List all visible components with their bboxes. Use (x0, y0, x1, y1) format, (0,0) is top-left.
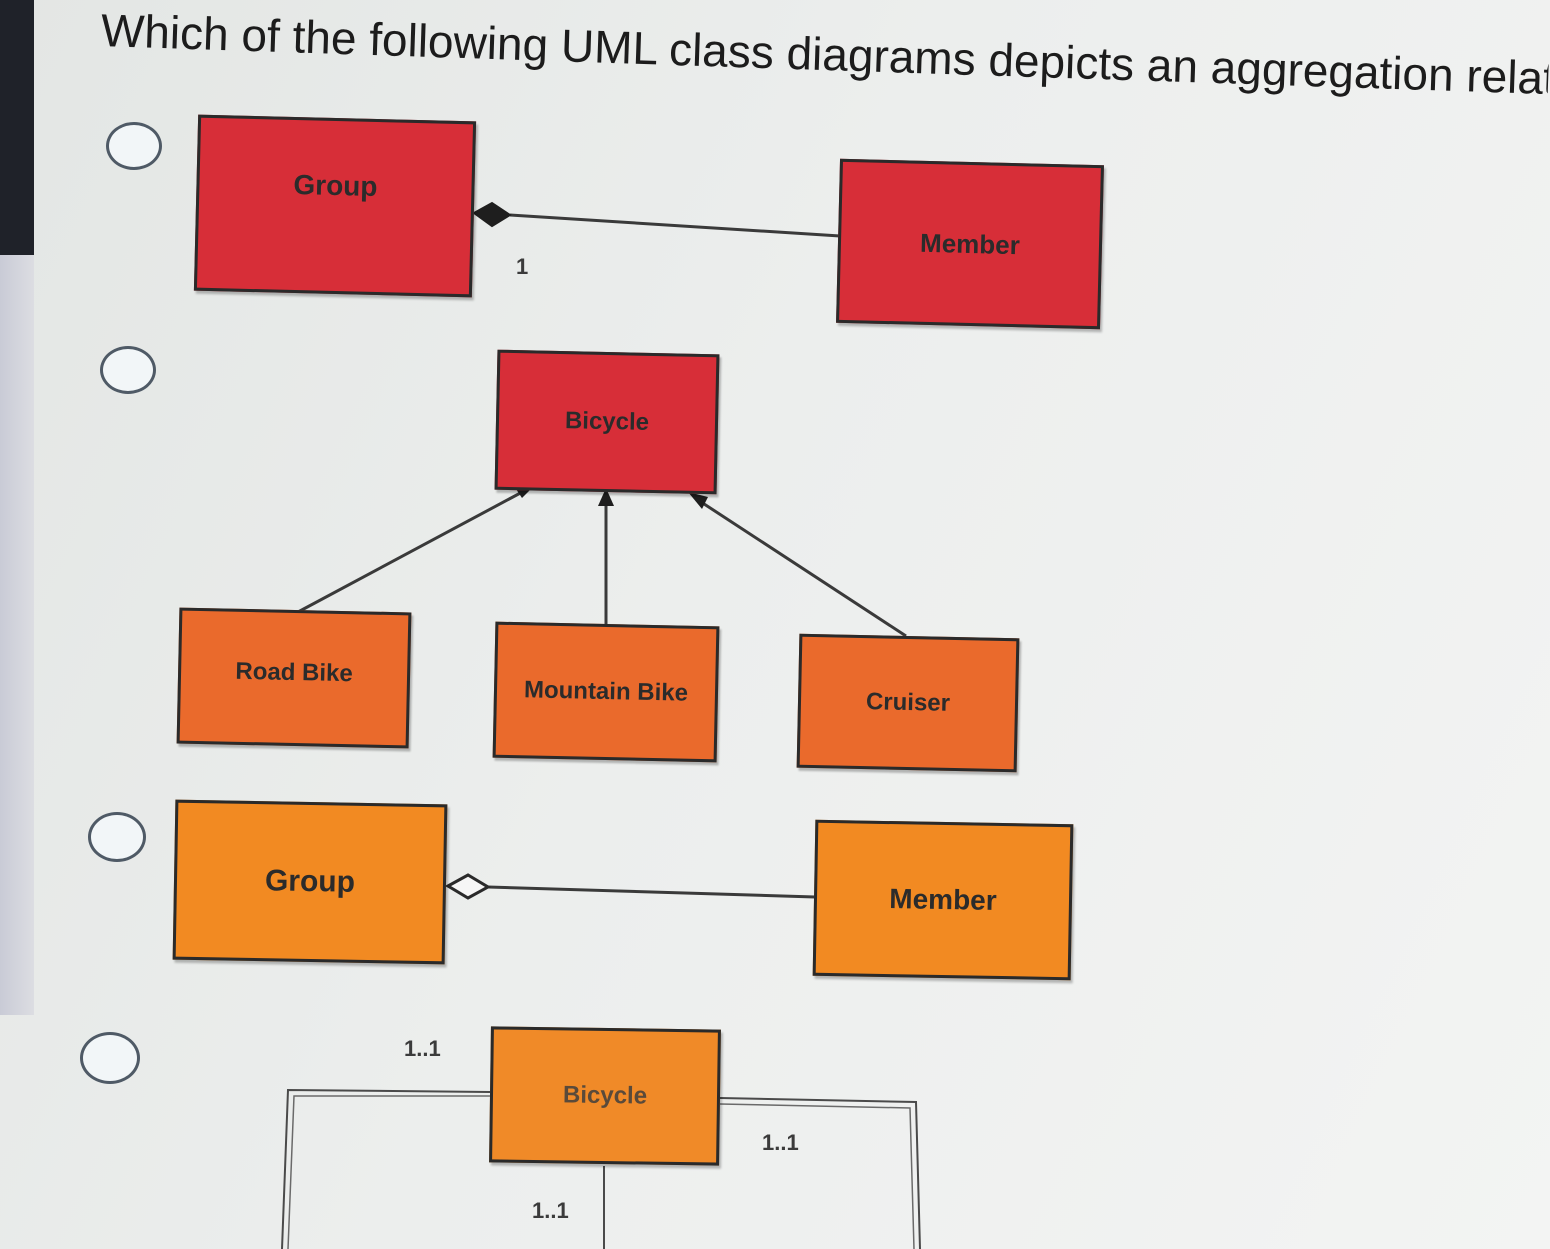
class-member: Member (836, 158, 1104, 330)
class-name: Mountain Bike (523, 676, 689, 707)
class-name: Cruiser (865, 688, 951, 717)
option-4-left-association-line (281, 1088, 491, 1249)
option-1-radio[interactable] (106, 122, 162, 170)
arrowhead-icon (598, 488, 614, 506)
option-4-right-association-line (719, 1097, 921, 1249)
class-group: Group (172, 799, 448, 965)
class-cruiser: Cruiser (796, 633, 1020, 773)
option-1-association-line (509, 213, 841, 238)
class-name: Bicycle (562, 1081, 648, 1110)
option-3-association-line (487, 885, 816, 899)
class-name: Road Bike (235, 657, 354, 688)
multiplicity-label-right: 1..1 (762, 1130, 799, 1155)
class-mountain-bike: Mountain Bike (492, 621, 720, 763)
class-name: Group (293, 168, 378, 203)
class-name: Bicycle (564, 407, 650, 436)
option-3-radio[interactable] (88, 812, 146, 862)
class-bicycle: Bicycle (489, 1026, 721, 1166)
class-name: Member (889, 883, 997, 916)
class-member: Member (812, 819, 1074, 981)
multiplicity-label: 1 (516, 254, 529, 279)
cruiser-inheritance-line (697, 498, 907, 638)
road-bike-inheritance-line (297, 488, 527, 614)
class-road-bike: Road Bike (176, 607, 412, 749)
left-sidebar-edge (0, 0, 34, 255)
class-bicycle: Bicycle (494, 349, 720, 495)
option-2-radio[interactable] (100, 346, 156, 394)
class-group: Group (193, 114, 477, 298)
option-4-radio[interactable] (80, 1032, 140, 1084)
class-name: Member (919, 227, 1021, 260)
filled-diamond-icon (472, 201, 512, 228)
multiplicity-label-bottom: 1..1 (532, 1198, 569, 1223)
arrowhead-icon (688, 492, 708, 509)
left-sidebar-panel (0, 255, 34, 1015)
hollow-diamond-icon (444, 873, 492, 900)
multiplicity-label-left: 1..1 (404, 1036, 441, 1061)
class-name: Group (264, 864, 356, 899)
